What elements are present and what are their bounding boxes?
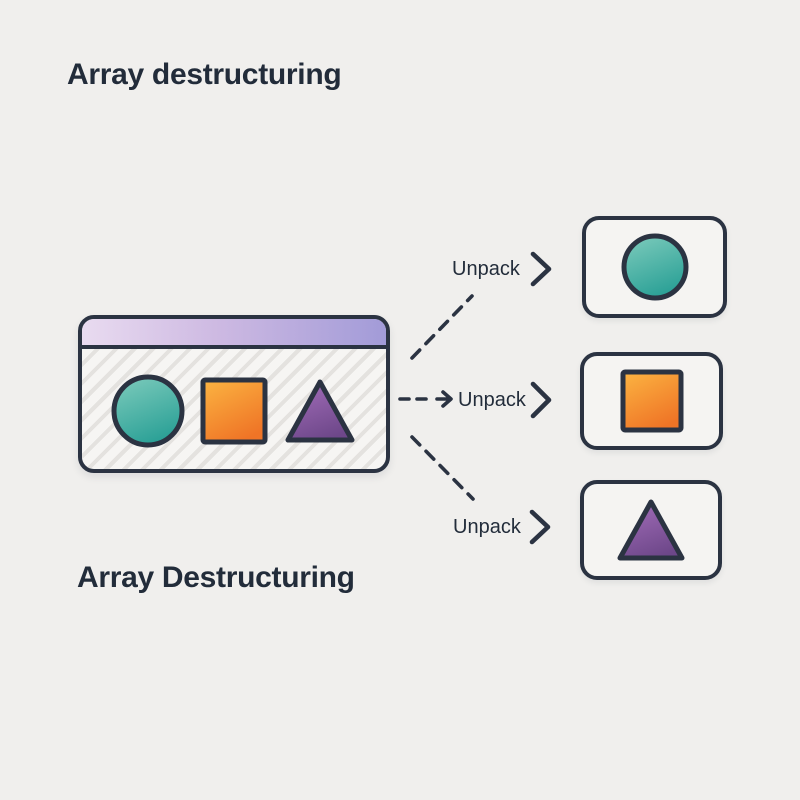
output-box-triangle xyxy=(580,480,722,580)
caption-title: Array Destructuring xyxy=(77,561,355,594)
array-box-header xyxy=(82,319,386,349)
circle-icon xyxy=(111,374,185,448)
array-box xyxy=(78,315,390,473)
unpack-label-circle: Unpack xyxy=(452,258,520,280)
chevron-right-icon-bottom xyxy=(529,509,551,545)
arrow-head-middle xyxy=(435,390,453,408)
square-icon xyxy=(200,377,268,445)
output-box-circle xyxy=(582,216,727,318)
dashed-line-bottom xyxy=(410,435,475,501)
unpack-label-square: Unpack xyxy=(458,389,526,411)
array-box-body xyxy=(82,349,386,469)
square-icon xyxy=(620,369,683,433)
circle-icon xyxy=(621,233,688,301)
dashed-line-top xyxy=(410,294,474,360)
output-box-square xyxy=(580,352,723,450)
triangle-icon xyxy=(617,499,685,561)
unpack-label-triangle: Unpack xyxy=(453,516,521,538)
chevron-right-icon-top xyxy=(530,251,552,287)
page-title: Array destructuring xyxy=(67,58,342,91)
triangle-icon xyxy=(285,379,355,443)
chevron-right-icon-middle xyxy=(530,381,552,419)
